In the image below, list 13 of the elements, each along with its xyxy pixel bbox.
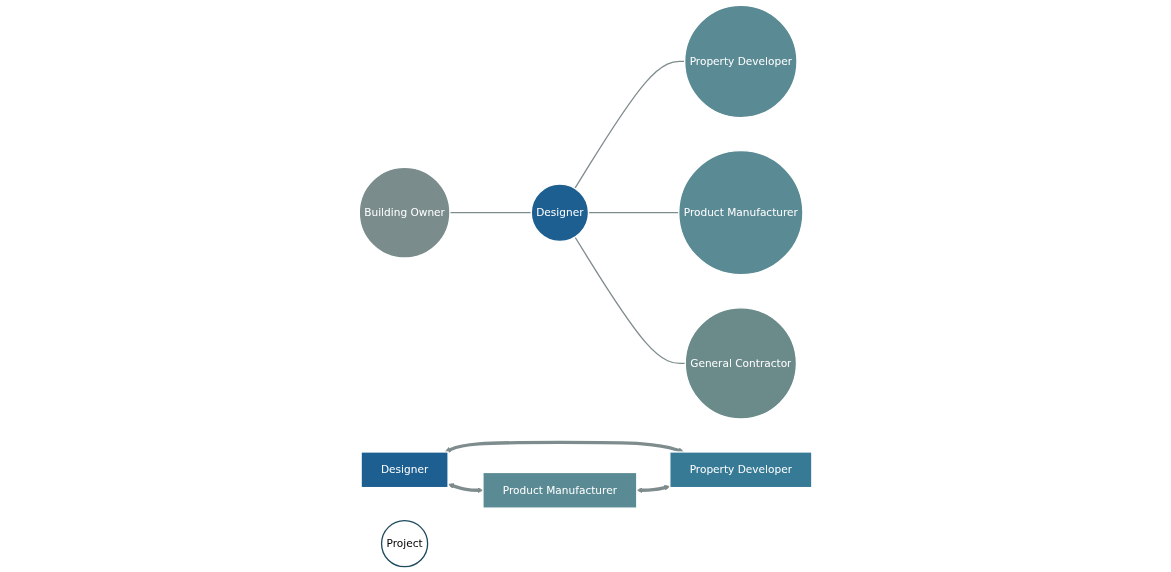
node-circle: Building Owner: [358, 166, 451, 259]
connector: [449, 212, 532, 214]
node-box: Product Manufacturer: [482, 471, 638, 509]
arrow: [444, 440, 684, 454]
connector: [574, 236, 686, 365]
node-box: Designer: [360, 451, 449, 489]
node-circle: Project: [380, 520, 429, 568]
node-box: Property Developer: [669, 451, 813, 489]
node-circle: Product Manufacturer: [678, 149, 804, 276]
node-circle: Property Developer: [683, 4, 798, 119]
node-circle: Designer: [530, 183, 590, 242]
arrow: [636, 484, 670, 494]
node-circle: General Contractor: [684, 307, 797, 420]
